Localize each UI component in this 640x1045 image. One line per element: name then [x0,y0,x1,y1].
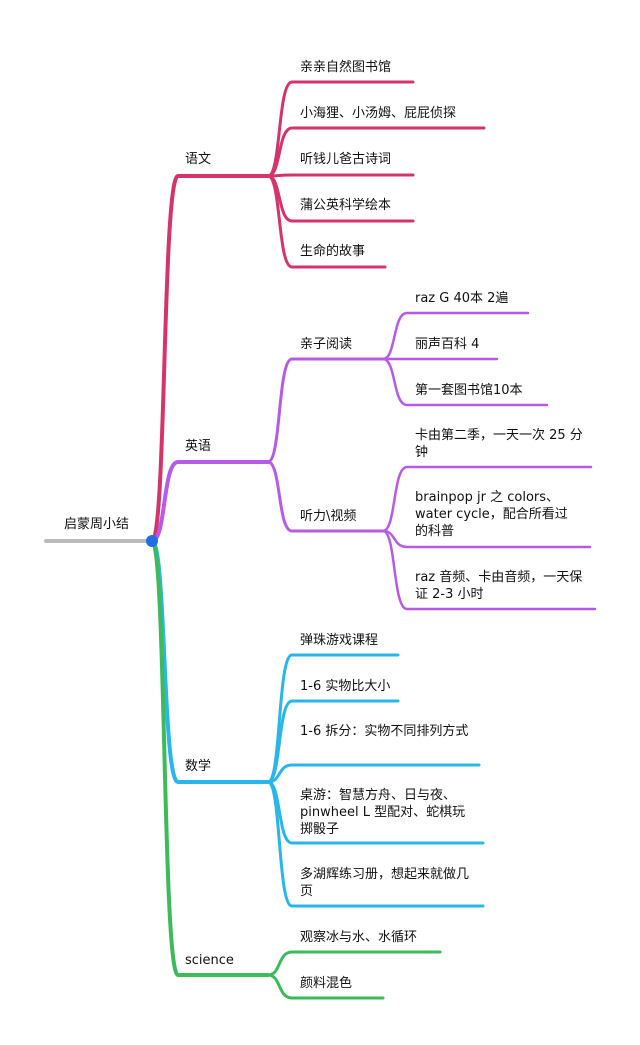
topic-line-yuwen-5 [266,174,387,269]
topic-line-shuxue-5 [266,780,485,908]
branch-label-yingyu[interactable]: 英语 [185,439,212,454]
topic-line-listening [266,460,385,533]
topic-line-yuwen-3 [266,173,415,178]
branch-label-yuwen[interactable]: 语文 [185,152,212,167]
topic-line-science-2 [266,973,385,1000]
topic-yuwen-2[interactable]: 小海狸、小汤姆、屁屁侦探 [300,106,457,121]
root-label[interactable]: 启蒙周小结 [64,517,130,532]
subtopic-listening-1[interactable]: 卡由第二季，一天一次 25 分钟 [415,428,583,460]
topic-line-shuxue-3 [266,763,481,784]
topic-yingyu-reading[interactable]: 亲子阅读 [300,337,353,352]
topic-science-1[interactable]: 观察冰与水、水循环 [300,930,418,945]
branch-line-yingyu [150,460,270,543]
branch-line-science [150,539,270,977]
subtopic-line-reading-3 [381,357,549,407]
topic-line-reading [266,357,385,464]
topic-shuxue-2[interactable]: 1-6 实物比大小 [300,679,391,694]
topic-shuxue-5[interactable]: 多湖辉练习册，想起来就做几页 [300,867,470,899]
subtopic-listening-2[interactable]: brainpop jr 之 colors、water cycle，配合所看过的科… [415,490,568,539]
topic-shuxue-1[interactable]: 弹珠游戏课程 [300,633,379,648]
topic-yuwen-5[interactable]: 生命的故事 [300,244,366,259]
topic-shuxue-4[interactable]: 桌游：智慧方舟、日与夜、pinwheel L 型配对、蛇棋玩掷骰子 [300,788,466,837]
subtopic-line-listening-3 [381,529,597,611]
subtopic-line-reading-1 [381,311,530,361]
subtopic-reading-2[interactable]: 丽声百科 4 [415,337,480,352]
branch-label-shuxue[interactable]: 数学 [185,759,212,774]
branch-line-yuwen [150,174,270,543]
topic-yuwen-1[interactable]: 亲亲自然图书馆 [300,60,392,75]
subtopic-listening-3[interactable]: raz 音频、卡由音频，一天保证 2-3 小时 [415,570,583,602]
branch-label-science[interactable]: science [185,953,234,968]
topic-yuwen-3[interactable]: 听钱儿爸古诗词 [300,152,392,167]
subtopic-reading-1[interactable]: raz G 40本 2遍 [415,291,509,306]
subtopic-line-listening-1 [381,465,593,533]
root-node-dot[interactable] [146,535,158,547]
topic-yingyu-listening[interactable]: 听力\视频 [300,509,357,524]
topic-line-shuxue-1 [266,653,400,784]
subtopic-reading-3[interactable]: 第一套图书馆10本 [415,383,523,398]
topic-shuxue-3[interactable]: 1-6 拆分：实物不同排列方式 [300,724,469,739]
topic-line-shuxue-2 [266,699,400,784]
topic-line-science-1 [266,950,442,977]
branch-line-shuxue [150,539,270,784]
topic-yuwen-4[interactable]: 蒲公英科学绘本 [300,198,392,213]
topic-science-2[interactable]: 颜料混色 [300,976,353,991]
topic-line-yuwen-2 [266,126,486,178]
